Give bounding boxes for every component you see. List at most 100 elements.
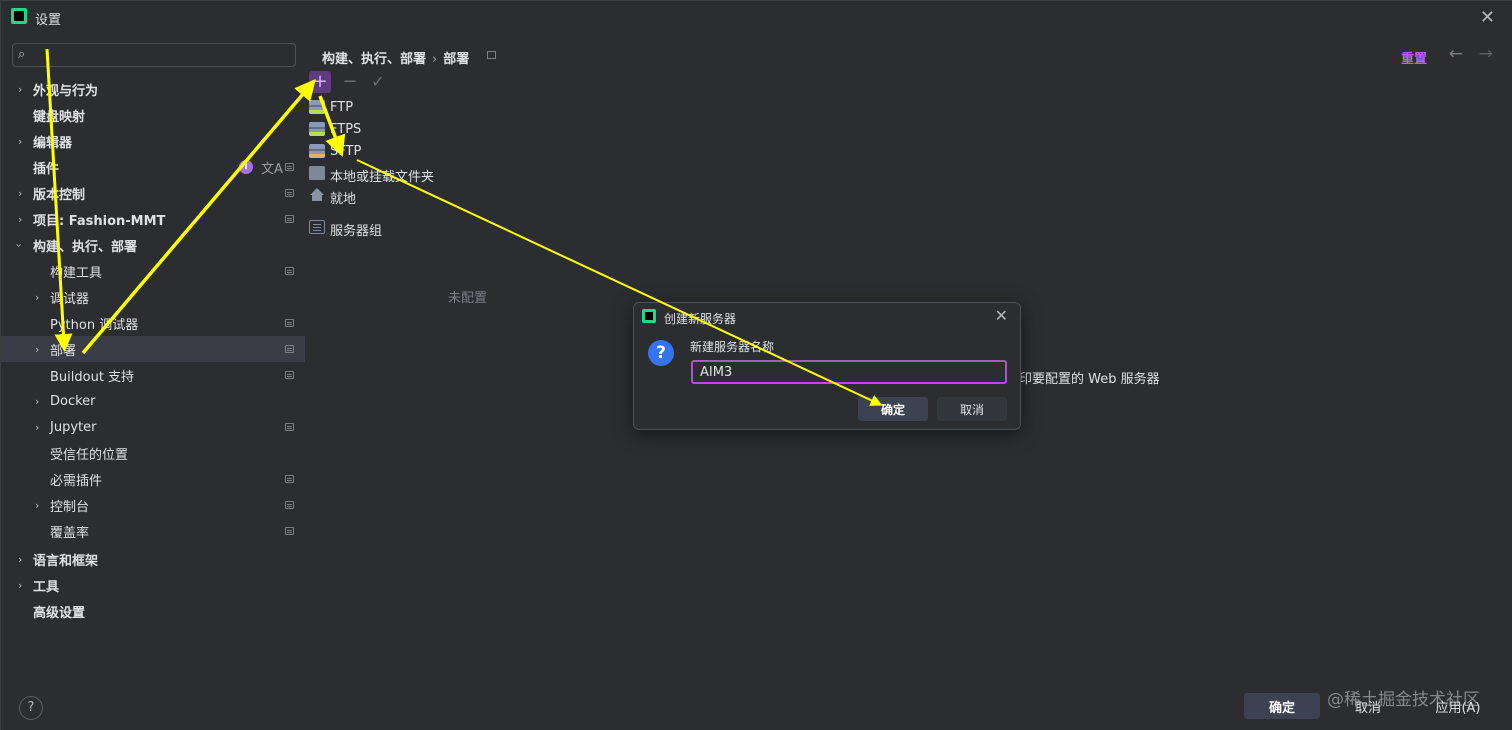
sidebar-item-languages-frameworks[interactable]: › 语言和框架 bbox=[1, 546, 305, 572]
server-name-label: 新建服务器名称 bbox=[690, 340, 775, 354]
chevron-right-icon: › bbox=[18, 578, 23, 592]
ok-button[interactable]: 确定 bbox=[1244, 693, 1320, 719]
server-type-label: 服务器组 bbox=[330, 224, 383, 239]
sidebar-item-label: 编辑器 bbox=[33, 135, 73, 151]
sidebar-item-label: 键盘映射 bbox=[33, 109, 86, 125]
sidebar-item-plugins[interactable]: 插件 i 文A bbox=[1, 154, 305, 180]
remove-server-button[interactable]: − bbox=[342, 71, 358, 92]
window-title: 设置 bbox=[35, 13, 62, 28]
server-type-label: 就地 bbox=[330, 192, 357, 207]
folder-icon bbox=[309, 166, 325, 180]
sidebar-item-appearance[interactable]: › 外观与行为 bbox=[1, 76, 305, 102]
title-bar: 设置 ✕ bbox=[1, 1, 1512, 33]
sidebar-item-debugger[interactable]: › 调试器 bbox=[1, 284, 305, 310]
sidebar-item-label: 版本控制 bbox=[33, 187, 86, 203]
settings-search[interactable]: ⌕ bbox=[12, 43, 296, 67]
cancel-button[interactable]: 取消 bbox=[1330, 693, 1406, 719]
sidebar-item-label: 项目: Fashion-MMT bbox=[33, 213, 166, 229]
sidebar-item-tools[interactable]: › 工具 bbox=[1, 572, 305, 598]
ftps-server-icon bbox=[309, 122, 325, 136]
sidebar-item-advanced-settings[interactable]: 高级设置 bbox=[1, 598, 305, 624]
chevron-right-icon: › bbox=[35, 420, 40, 434]
chevron-right-icon: › bbox=[35, 290, 40, 304]
sidebar-item-keymap[interactable]: 键盘映射 bbox=[1, 102, 305, 128]
settings-scope-icon bbox=[285, 527, 294, 535]
sidebar-item-trusted-locations[interactable]: 受信任的位置 bbox=[1, 440, 305, 466]
sidebar-item-label: 高级设置 bbox=[33, 605, 86, 621]
sidebar-item-required-plugins[interactable]: 必需插件 bbox=[1, 466, 305, 492]
close-icon[interactable]: ✕ bbox=[994, 306, 1008, 325]
translate-icon: 文A bbox=[261, 162, 283, 177]
sftp-server-icon bbox=[309, 144, 325, 158]
server-type-label: FTP bbox=[330, 100, 354, 115]
close-icon[interactable]: ✕ bbox=[1479, 7, 1495, 28]
chevron-right-icon: › bbox=[35, 498, 40, 512]
chevron-right-icon: › bbox=[18, 186, 23, 200]
sidebar-item-label: 工具 bbox=[33, 579, 60, 595]
search-icon: ⌕ bbox=[18, 47, 26, 62]
sidebar-item-docker[interactable]: › Docker bbox=[1, 388, 305, 414]
dialog-ok-button[interactable]: 确定 bbox=[858, 397, 928, 421]
reset-link[interactable]: 重置 bbox=[1400, 52, 1427, 67]
chevron-right-icon: › bbox=[18, 82, 23, 96]
sidebar-item-jupyter[interactable]: › Jupyter bbox=[1, 414, 305, 440]
server-name-input[interactable] bbox=[691, 360, 1007, 384]
sidebar-item-label: 调试器 bbox=[50, 291, 90, 307]
sidebar-item-label: Docker bbox=[50, 393, 96, 409]
sidebar-item-python-debugger[interactable]: Python 调试器 bbox=[1, 310, 305, 336]
sidebar-item-console[interactable]: › 控制台 bbox=[1, 492, 305, 518]
chevron-right-icon: › bbox=[18, 212, 23, 226]
chevron-right-icon: › bbox=[18, 134, 23, 148]
sidebar-item-label: 必需插件 bbox=[50, 473, 103, 489]
server-type-label: FTPS bbox=[330, 122, 362, 137]
chevron-right-icon: › bbox=[18, 552, 23, 566]
dialog-title: 创建新服务器 bbox=[664, 312, 737, 326]
not-configured-text: 未配置 bbox=[448, 291, 488, 306]
info-badge: i bbox=[239, 160, 253, 174]
sidebar-item-label: 构建工具 bbox=[50, 265, 103, 281]
back-arrow-icon[interactable]: ← bbox=[1448, 44, 1463, 64]
ftp-server-icon bbox=[309, 100, 325, 114]
dialog-cancel-button[interactable]: 取消 bbox=[937, 397, 1007, 421]
pycharm-logo-icon bbox=[642, 309, 656, 323]
sidebar-item-coverage[interactable]: 覆盖率 bbox=[1, 518, 305, 544]
sidebar-item-label: 部署 bbox=[50, 343, 77, 359]
dialog-title-bar: 创建新服务器 ✕ bbox=[634, 303, 1020, 331]
sidebar-item-label: 插件 bbox=[33, 161, 60, 177]
sidebar-item-build-execution-deployment[interactable]: › 构建、执行、部署 bbox=[1, 232, 305, 258]
search-input[interactable] bbox=[37, 46, 291, 64]
forward-arrow-icon[interactable]: → bbox=[1478, 44, 1493, 64]
set-default-button[interactable]: ✓ bbox=[371, 72, 385, 91]
settings-scope-icon bbox=[285, 475, 294, 483]
breadcrumb-separator: › bbox=[432, 52, 438, 67]
sidebar-item-deployment[interactable]: › 部署 bbox=[1, 336, 305, 362]
sidebar-item-label: Buildout 支持 bbox=[50, 369, 135, 385]
help-icon[interactable]: ? bbox=[19, 696, 43, 720]
sidebar-item-build-tools[interactable]: 构建工具 bbox=[1, 258, 305, 284]
sidebar-item-label: 构建、执行、部署 bbox=[33, 239, 138, 255]
sidebar-item-vcs[interactable]: › 版本控制 bbox=[1, 180, 305, 206]
sidebar-item-editor[interactable]: › 编辑器 bbox=[1, 128, 305, 154]
question-icon: ? bbox=[648, 340, 674, 366]
pycharm-logo-icon bbox=[11, 8, 27, 24]
add-server-button[interactable]: + bbox=[309, 71, 331, 93]
sidebar-item-label: 语言和框架 bbox=[33, 553, 99, 569]
settings-scope-icon bbox=[285, 189, 294, 197]
sidebar-item-project[interactable]: › 项目: Fashion-MMT bbox=[1, 206, 305, 232]
breadcrumb-parent[interactable]: 构建、执行、部署 bbox=[322, 52, 427, 67]
server-type-label: 本地或挂载文件夹 bbox=[330, 170, 435, 185]
create-server-dialog: 创建新服务器 ✕ ? 新建服务器名称 确定 取消 bbox=[633, 302, 1021, 430]
settings-scope-icon bbox=[285, 267, 294, 275]
home-icon bbox=[309, 188, 325, 202]
project-scope-icon bbox=[487, 51, 496, 59]
settings-scope-icon bbox=[285, 215, 294, 223]
apply-button[interactable]: 应用(A) bbox=[1415, 693, 1501, 719]
sidebar-item-label: 控制台 bbox=[50, 499, 90, 515]
sidebar-item-label: 受信任的位置 bbox=[50, 447, 129, 463]
chevron-right-icon: › bbox=[35, 342, 40, 356]
sidebar-item-label: Python 调试器 bbox=[50, 317, 139, 333]
sidebar-item-buildout[interactable]: Buildout 支持 bbox=[1, 362, 305, 388]
server-type-label: SFTP bbox=[330, 144, 362, 159]
server-group-icon bbox=[309, 220, 325, 234]
